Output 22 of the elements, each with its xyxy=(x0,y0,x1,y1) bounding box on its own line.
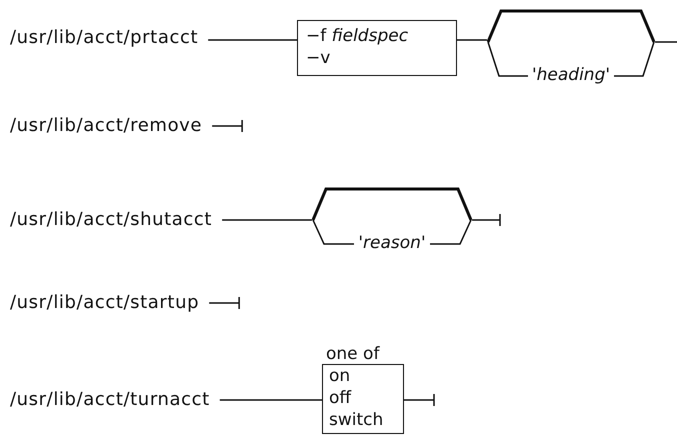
connector-line xyxy=(457,39,487,41)
option-box xyxy=(297,20,457,76)
connector-line xyxy=(212,119,243,133)
connector-line xyxy=(655,41,677,43)
connector-line xyxy=(208,39,297,41)
connector-line xyxy=(404,393,435,407)
connector-line xyxy=(472,213,501,227)
command-name: /usr/lib/acct/startup xyxy=(10,291,210,315)
choice-option: switch xyxy=(329,409,397,431)
connector-line xyxy=(222,219,312,221)
choice-option: off xyxy=(329,387,397,409)
command-name: /usr/lib/acct/remove xyxy=(10,114,212,138)
option-text: −f fieldspec xyxy=(306,25,410,47)
choice-option: on xyxy=(329,365,397,387)
option-text: −v xyxy=(306,47,332,69)
choice-heading: one of xyxy=(325,344,381,364)
optional-parameter: 'heading' xyxy=(528,65,614,85)
command-name: /usr/lib/acct/shutacct xyxy=(10,208,222,232)
command-name: /usr/lib/acct/turnacct xyxy=(10,388,220,412)
connector-line xyxy=(220,399,322,401)
command-name: /usr/lib/acct/prtacct xyxy=(10,26,208,50)
connector-line xyxy=(209,296,240,310)
